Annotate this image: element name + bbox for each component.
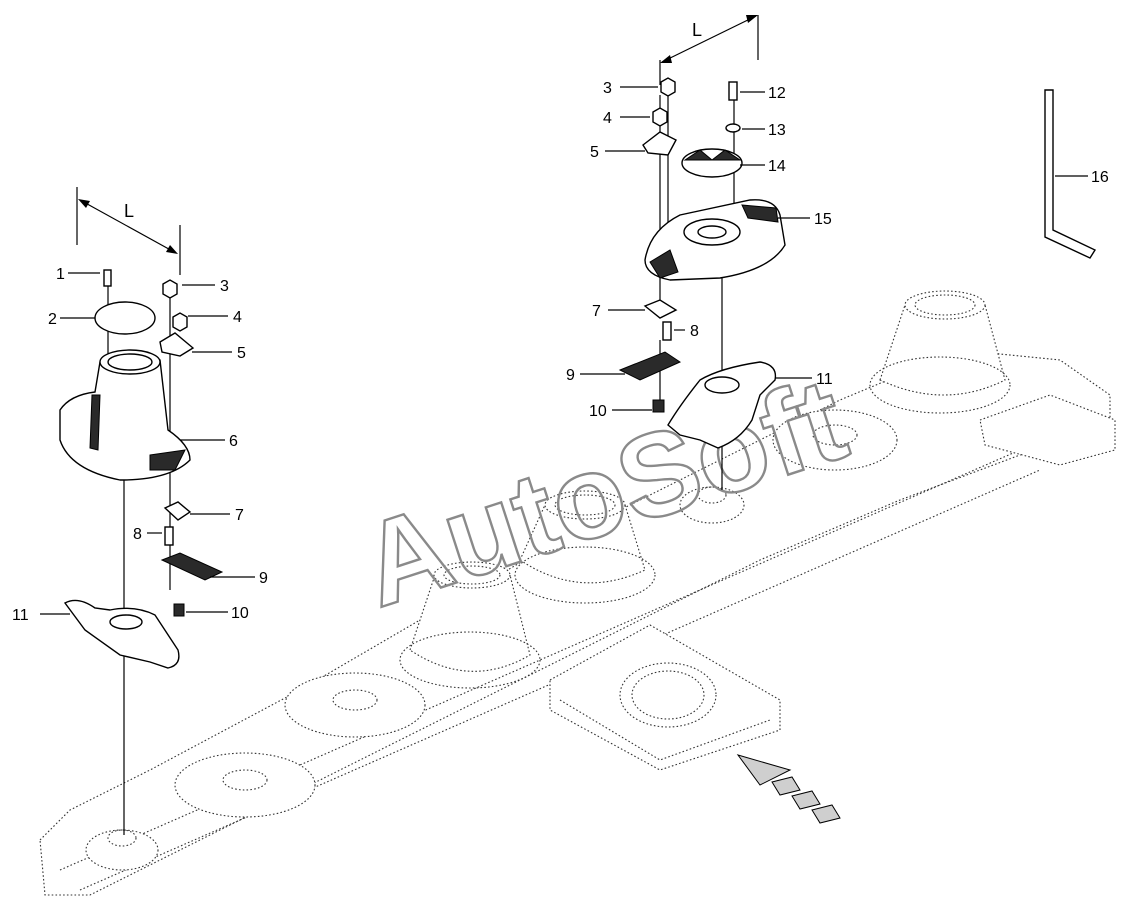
callout-left-7: 7 <box>235 507 244 524</box>
callout-right-12: 12 <box>768 85 786 102</box>
bolt-part-1 <box>103 269 112 287</box>
hub-right <box>679 486 745 524</box>
disc-holder-part-11 <box>667 361 777 449</box>
dimension-label-left: L <box>124 201 134 221</box>
disc-right <box>772 409 898 471</box>
pin-part-8 <box>164 526 174 546</box>
nut-part-3 <box>162 279 178 299</box>
drum-far-right <box>869 290 1011 414</box>
callout-right-8: 8 <box>690 323 699 340</box>
callout-left-10: 10 <box>231 605 249 622</box>
blade-part-9 <box>618 351 682 381</box>
cutter-bar-assembly <box>39 290 1116 896</box>
nut-part-4 <box>172 312 188 332</box>
callout-left-4: 4 <box>233 309 242 326</box>
callout-left-5: 5 <box>237 345 246 362</box>
pin-part-8 <box>662 321 672 341</box>
callout-right-10: 10 <box>589 403 607 420</box>
callout-right-4: 4 <box>603 110 612 127</box>
bolt-part-10 <box>652 399 665 413</box>
hub-left <box>85 829 159 871</box>
nut-part-4 <box>652 107 668 127</box>
blade-part-9 <box>160 552 224 581</box>
callout-left-8: 8 <box>133 526 142 543</box>
tool-part-16 <box>1044 89 1097 259</box>
cap-part-14 <box>681 148 743 178</box>
drum-center <box>514 490 656 604</box>
callout-right-16: 16 <box>1091 169 1109 186</box>
right-exploded-stack: L <box>566 15 1109 490</box>
holder-part-7 <box>643 299 678 319</box>
callout-right-14: 14 <box>768 158 786 175</box>
disc-left <box>284 672 426 738</box>
plate-part-5 <box>159 332 195 357</box>
cover-part-15 <box>644 199 786 281</box>
callout-left-1: 1 <box>56 266 65 283</box>
callout-left-2: 2 <box>48 311 57 328</box>
callout-left-3: 3 <box>220 278 229 295</box>
disc-holder-part-11 <box>63 599 180 669</box>
drum-center-left <box>399 561 541 689</box>
bolt-part-12 <box>728 81 738 101</box>
bolt-part-10 <box>173 603 185 617</box>
callout-right-13: 13 <box>768 122 786 139</box>
nut-part-3 <box>660 77 676 97</box>
holder-part-7 <box>163 501 192 521</box>
callout-right-3: 3 <box>603 80 612 97</box>
travel-direction-arrow <box>736 754 841 824</box>
washer-part-13 <box>725 123 741 133</box>
plate-part-5 <box>642 131 677 156</box>
callout-right-11: 11 <box>816 371 833 388</box>
left-exploded-stack: L <box>12 187 268 835</box>
drum-part-6 <box>59 349 191 481</box>
callout-left-6: 6 <box>229 433 238 450</box>
callout-right-15: 15 <box>814 211 832 228</box>
callout-left-11: 11 <box>12 607 29 624</box>
callout-right-9: 9 <box>566 367 575 384</box>
callout-right-7: 7 <box>592 303 601 320</box>
dimension-label-right: L <box>692 20 702 40</box>
callout-left-9: 9 <box>259 570 268 587</box>
disc-far-left <box>174 752 316 818</box>
callout-right-5: 5 <box>590 144 599 161</box>
gasket-part-2 <box>94 301 156 335</box>
